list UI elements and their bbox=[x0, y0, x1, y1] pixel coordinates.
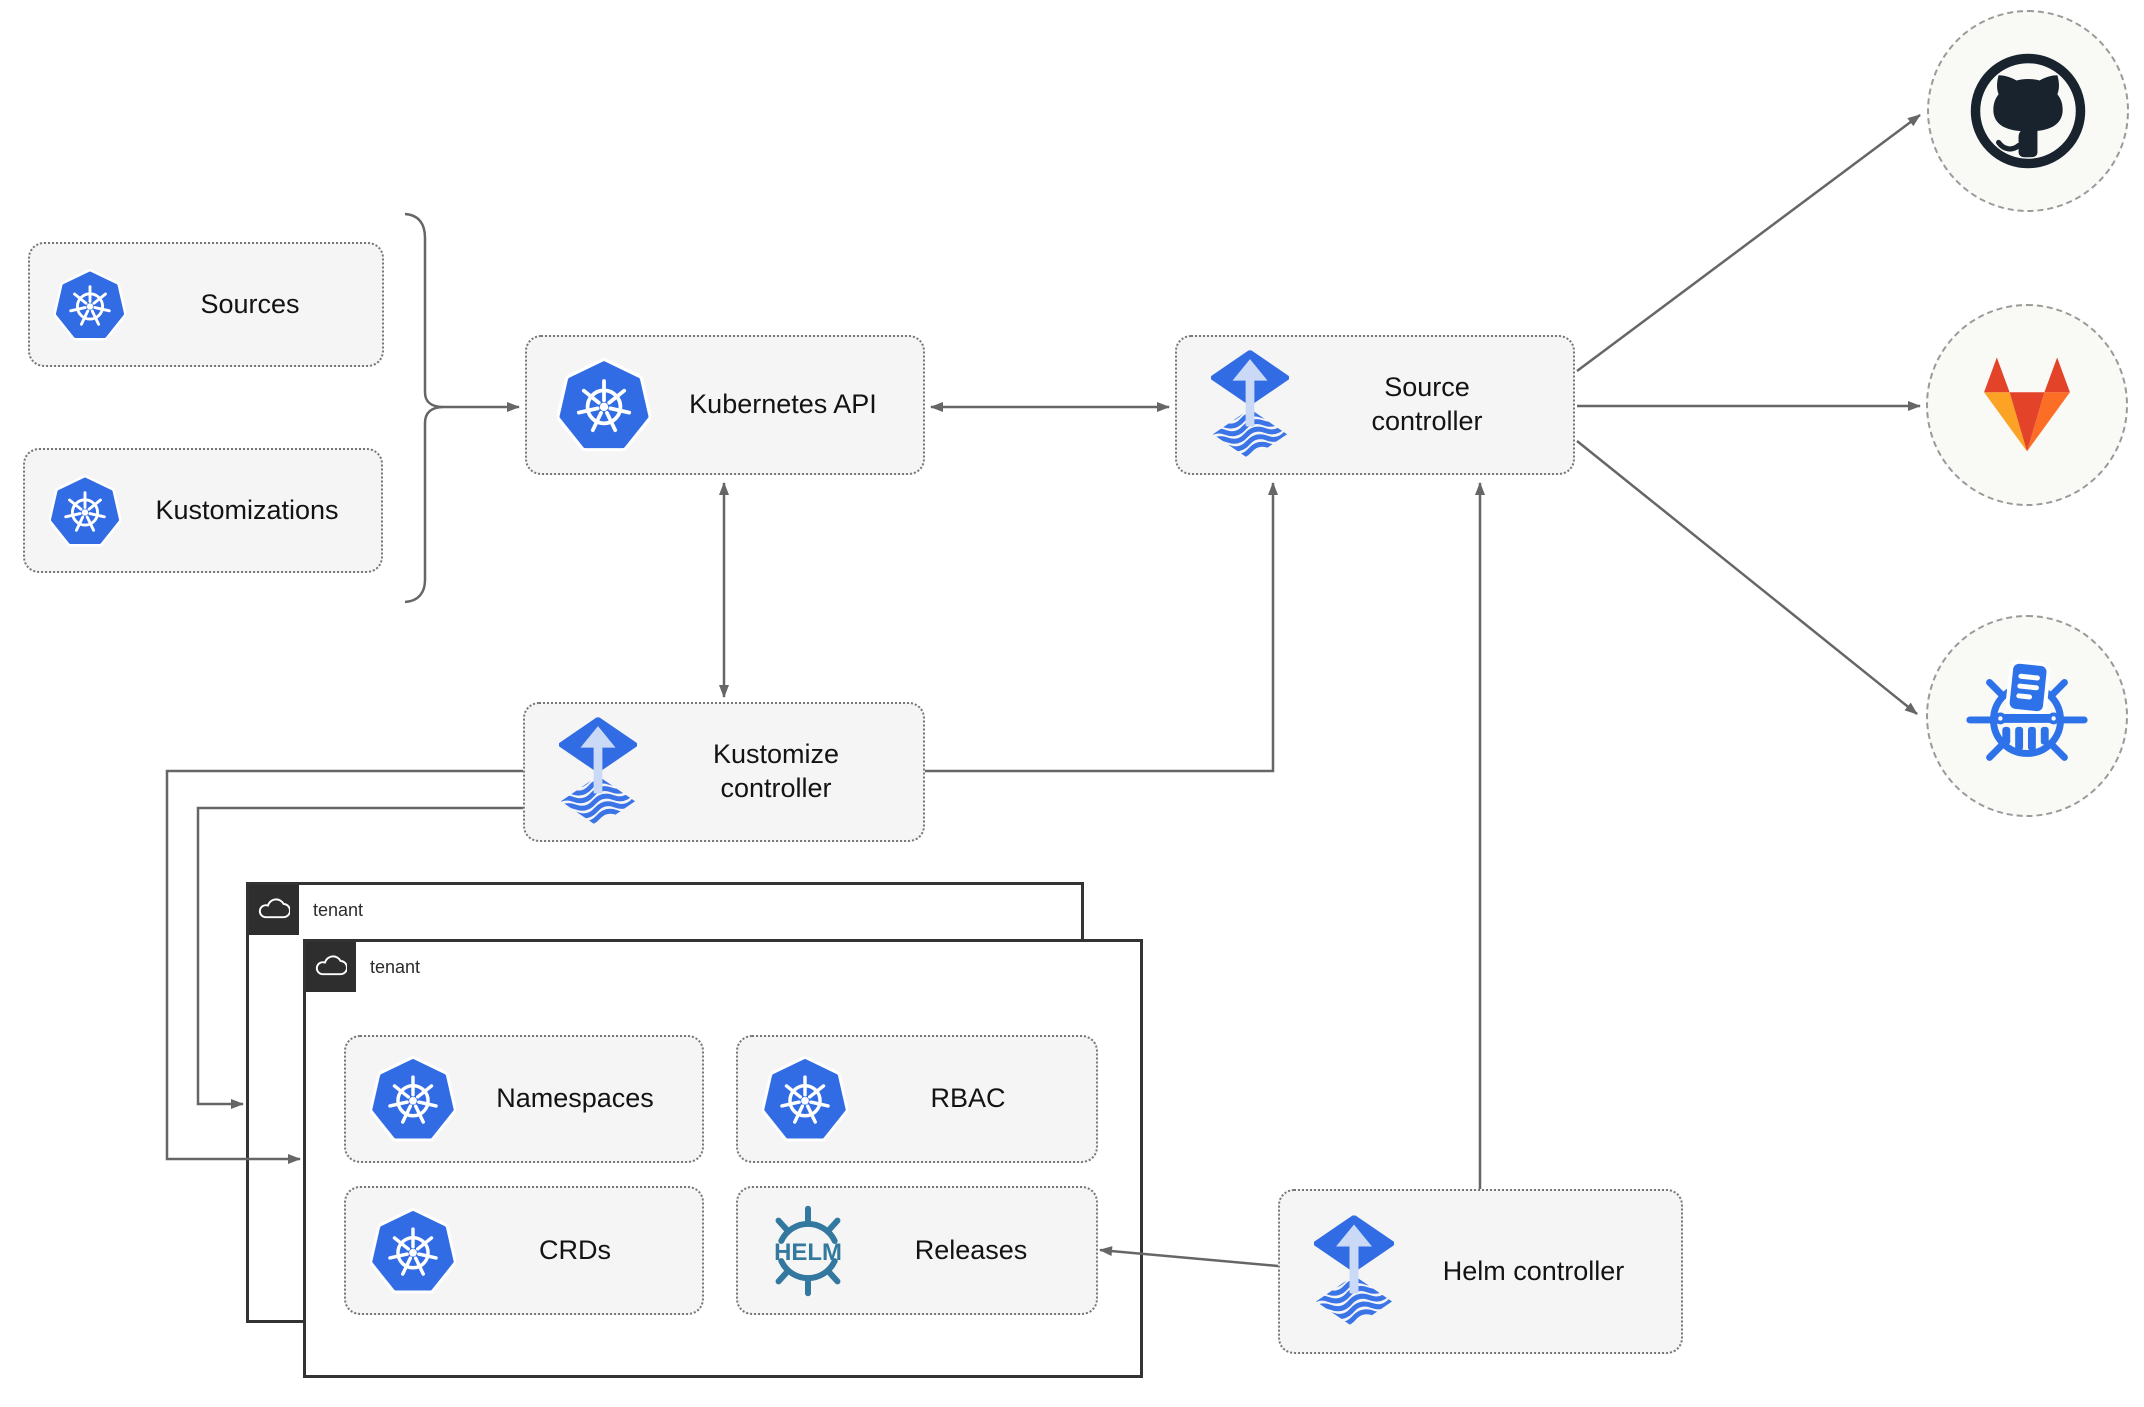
node-label: Source controller bbox=[1371, 372, 1483, 436]
gitlab-icon bbox=[1984, 357, 2070, 452]
kubernetes-icon bbox=[762, 1056, 848, 1142]
kubernetes-icon bbox=[54, 269, 126, 341]
node-label: Releases bbox=[914, 1234, 1028, 1265]
gitlab-endpoint-circle bbox=[1926, 304, 2128, 506]
arrow-source-to-chartmuseum bbox=[1576, 440, 1918, 715]
node-rbac: RBAC bbox=[736, 1035, 1098, 1163]
node-helm-controller: Helm controller bbox=[1278, 1189, 1683, 1354]
tenant-label: tenant bbox=[313, 899, 364, 920]
node-sources: Sources bbox=[28, 242, 384, 367]
cloud-icon bbox=[315, 955, 347, 976]
tenant-tab bbox=[249, 885, 299, 935]
node-kustomizations: Kustomizations bbox=[23, 448, 383, 573]
arrow-source-to-github bbox=[1576, 113, 1921, 373]
chartmuseum-endpoint-circle bbox=[1926, 615, 2128, 817]
tenant-box-front: tenant Namespaces RBAC CRDs Releases bbox=[303, 939, 1143, 1378]
kubernetes-icon bbox=[370, 1056, 456, 1142]
kubernetes-icon bbox=[49, 475, 121, 547]
cloud-icon bbox=[258, 898, 290, 919]
node-label: Kubernetes API bbox=[689, 389, 877, 420]
helm-icon bbox=[762, 1205, 854, 1297]
node-label: Helm controller bbox=[1442, 1255, 1625, 1286]
kubernetes-icon bbox=[557, 358, 651, 452]
node-label: CRDs bbox=[539, 1234, 611, 1265]
flux-icon bbox=[559, 717, 637, 827]
node-label: Kustomizations bbox=[155, 494, 339, 525]
node-releases: Releases bbox=[736, 1186, 1098, 1315]
node-kubernetes-api: Kubernetes API bbox=[525, 335, 925, 475]
node-kustomize-controller: Kustomize controller bbox=[523, 702, 925, 842]
node-label: Sources bbox=[200, 288, 300, 319]
tenant-label: tenant bbox=[370, 956, 421, 977]
github-icon bbox=[1970, 53, 2086, 169]
node-label: Kustomize controller bbox=[712, 739, 840, 803]
chartmuseum-icon bbox=[1966, 659, 2088, 761]
node-label: RBAC bbox=[930, 1083, 1006, 1114]
tenant-tab bbox=[306, 942, 356, 992]
github-endpoint-circle bbox=[1927, 10, 2129, 212]
arrow-kustomize-to-source-controller bbox=[925, 482, 1278, 773]
node-label: Namespaces bbox=[496, 1083, 654, 1114]
bracket-sources-group bbox=[404, 212, 445, 604]
node-crds: CRDs bbox=[344, 1186, 704, 1315]
node-namespaces: Namespaces bbox=[344, 1035, 704, 1163]
node-source-controller: Source controller bbox=[1175, 335, 1575, 475]
flux-icon bbox=[1211, 350, 1289, 460]
kubernetes-icon bbox=[370, 1208, 456, 1294]
flux-icon bbox=[1314, 1215, 1394, 1328]
